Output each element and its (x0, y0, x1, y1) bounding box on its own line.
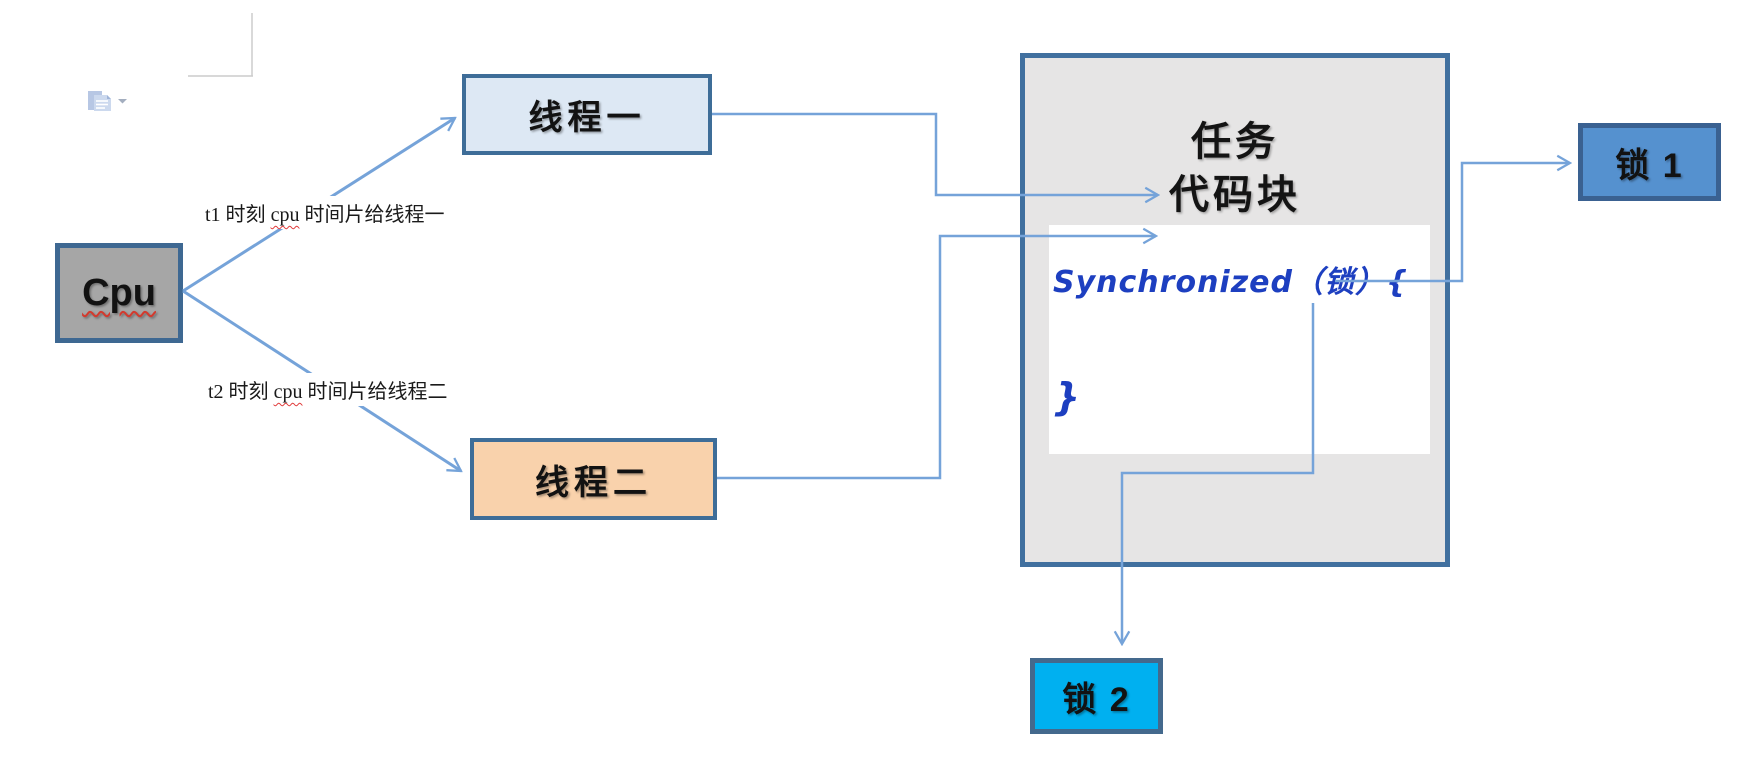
lock1-label: 锁 1 (1615, 146, 1684, 185)
chevron-down-icon (118, 99, 127, 104)
annotation-t2-cpu: cpu (273, 381, 303, 403)
task-title-line1: 任务 (1191, 119, 1279, 164)
thread1-label: 线程一 (528, 100, 646, 137)
task-code-block-container[interactable]: 任务 代码块 Synchronized（锁）{ } (1020, 53, 1450, 567)
connector-thread2-to-task[interactable] (717, 236, 1156, 480)
annotation-t1[interactable]: t1 时刻 cpu 时间片给线程一 (198, 196, 452, 229)
lock2-node[interactable]: 锁 2 (1030, 658, 1163, 734)
task-title-line2: 代码块 (1169, 172, 1301, 217)
annotation-t1-cpu: cpu (270, 204, 300, 226)
paste-options-icon (88, 91, 111, 111)
task-title: 任务 代码块 (1025, 115, 1445, 221)
code-block-area[interactable]: Synchronized（锁）{ } (1049, 225, 1430, 454)
annotation-t2-pre: t2 时刻 (208, 381, 274, 403)
cpu-label: Cpu (82, 271, 156, 314)
connector-lock-to-lock1[interactable] (1335, 163, 1570, 283)
thread2-label: 线程二 (535, 464, 652, 502)
thread1-node[interactable]: 线程一 (462, 74, 712, 155)
annotation-t1-post: 时间片给线程一 (299, 204, 445, 226)
paste-options-button[interactable] (84, 88, 130, 116)
closing-brace: } (1053, 375, 1081, 419)
connector-lock-to-lock2[interactable] (1122, 303, 1315, 644)
annotation-t1-pre: t1 时刻 (205, 204, 271, 226)
thread2-node[interactable]: 线程二 (470, 438, 717, 520)
annotation-t2[interactable]: t2 时刻 cpu 时间片给线程二 (201, 373, 455, 406)
lock2-label: 锁 2 (1062, 680, 1131, 719)
lock1-node[interactable]: 锁 1 (1578, 123, 1721, 201)
synchronized-statement: Synchronized（锁）{ (1053, 265, 1409, 300)
annotation-t2-post: 时间片给线程二 (302, 381, 448, 403)
connector-thread1-to-task[interactable] (712, 112, 1158, 195)
cpu-node[interactable]: Cpu (55, 243, 183, 343)
